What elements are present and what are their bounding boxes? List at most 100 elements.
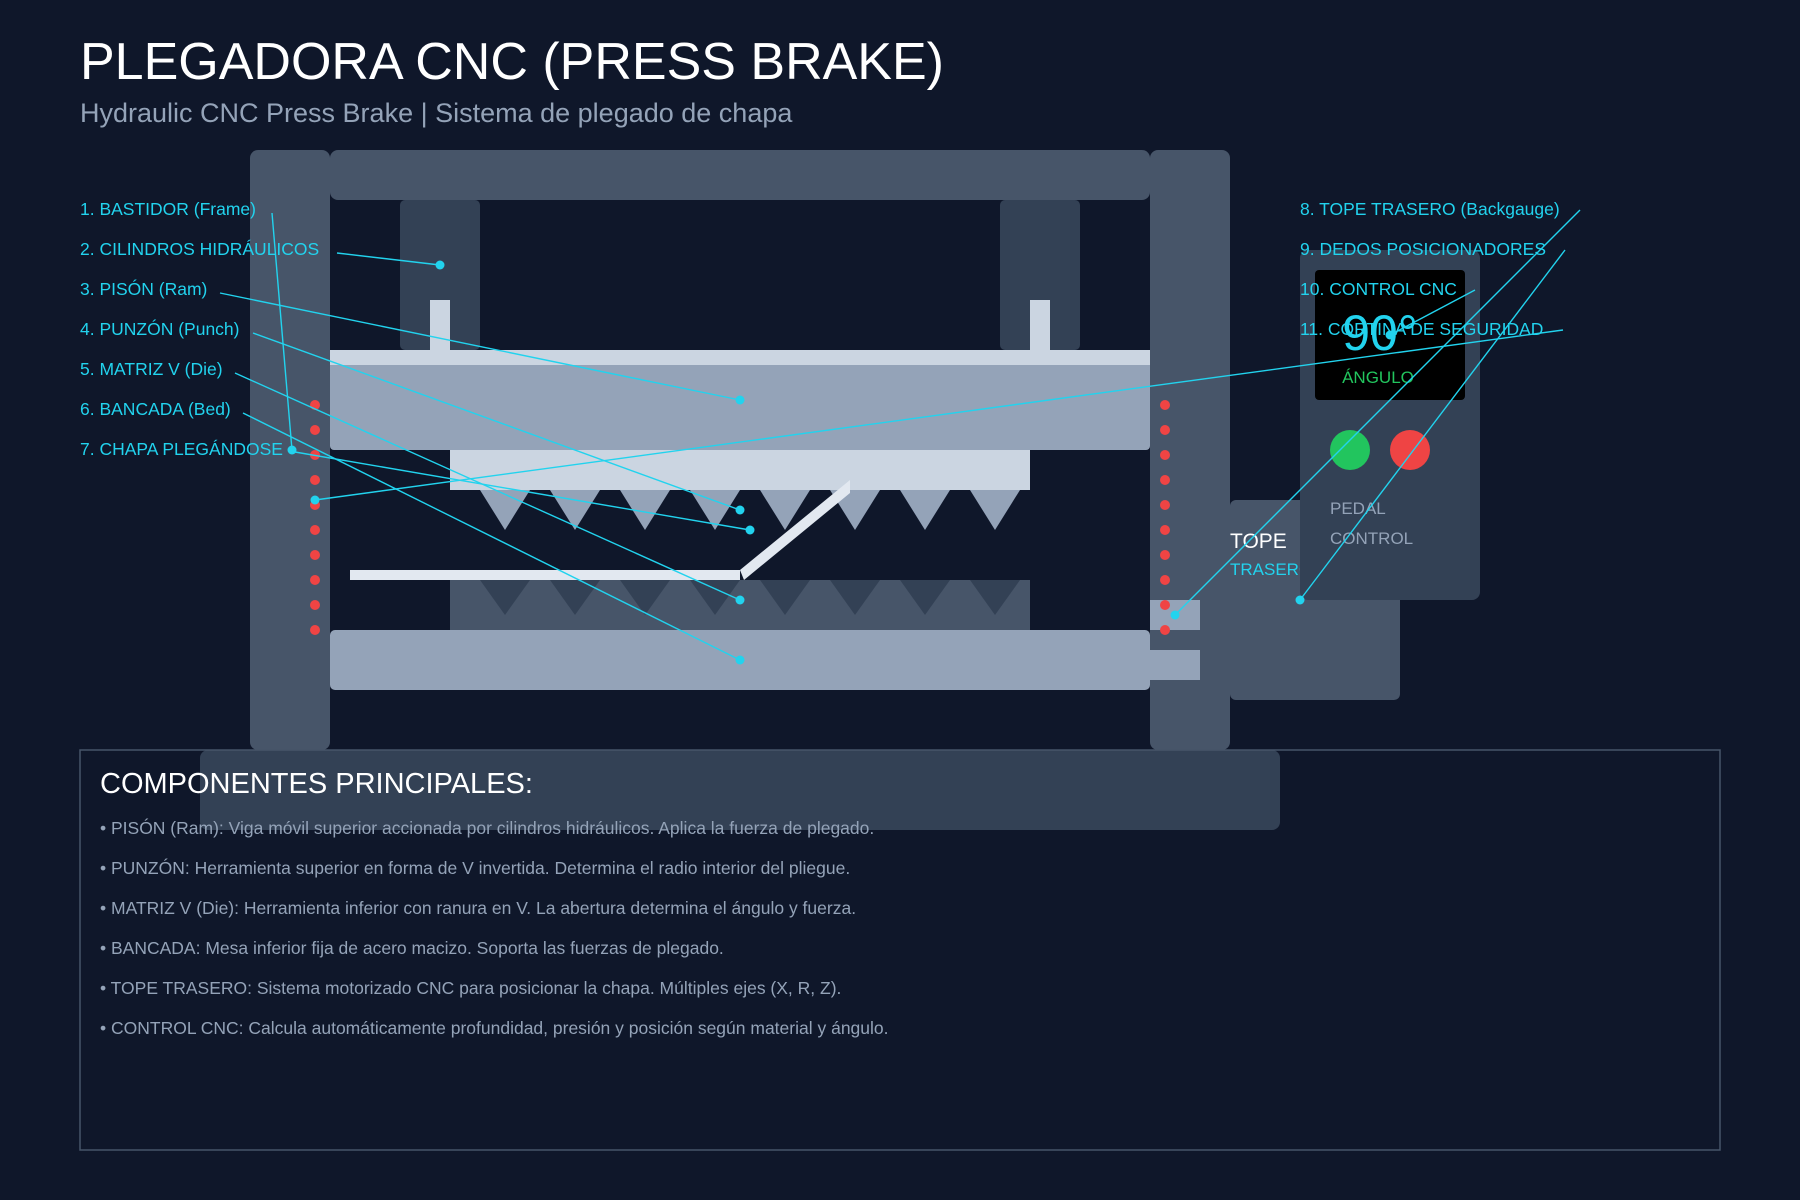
component-item: • CONTROL CNC: Calcula automáticamente p… (100, 1018, 889, 1038)
piston-rod-right (1030, 300, 1050, 355)
bending-sheet (350, 480, 850, 580)
leader-bed (242, 412, 741, 661)
light-curtain-emitter (310, 550, 320, 560)
die-v-groove (900, 580, 950, 615)
components-panel-title: COMPONENTES PRINCIPALES: (100, 768, 533, 800)
die-v-groove (690, 580, 740, 615)
callout-punch: 4. PUNZÓN (Punch) (80, 318, 239, 339)
light-curtain-emitter (310, 575, 320, 585)
punch-tooth (480, 490, 530, 530)
light-curtain-receiver (1160, 500, 1170, 510)
punch-holder (450, 450, 1030, 490)
callouts-right: 8. TOPE TRASERO (Backgauge) 9. DEDOS POS… (1300, 199, 1560, 339)
components-panel: COMPONENTES PRINCIPALES: • PISÓN (Ram): … (79, 749, 1721, 1151)
light-curtain-emitter (310, 425, 320, 435)
hydraulic-cylinder-left (400, 200, 480, 350)
light-curtain-receiver (1160, 525, 1170, 535)
component-item: • MATRIZ V (Die): Herramienta inferior c… (100, 898, 856, 918)
punch-tooth (550, 490, 600, 530)
pedal-label-line1: PEDAL (1330, 499, 1386, 518)
component-item: • PISÓN (Ram): Viga móvil superior accio… (100, 817, 874, 838)
callout-hydraulic-cylinders: 2. CILINDROS HIDRÁULICOS (80, 239, 319, 259)
die-v-groove (760, 580, 810, 615)
anchor-die (735, 595, 745, 605)
anchor-frame (287, 445, 297, 455)
anchor-backgauge (1170, 610, 1180, 620)
stop-button[interactable] (1390, 430, 1430, 470)
anchor-gauge-fingers (1295, 595, 1305, 605)
callout-cnc-control: 10. CONTROL CNC (1300, 279, 1457, 299)
anchor-ram (735, 395, 745, 405)
callout-gauge-fingers: 9. DEDOS POSICIONADORES (1300, 239, 1546, 259)
light-curtain-receiver (1160, 600, 1170, 610)
light-curtain-emitter (310, 525, 320, 535)
hydraulic-cylinder-right (1000, 200, 1080, 350)
callout-light-curtain: 11. CORTINA DE SEGURIDAD (1300, 319, 1543, 339)
light-curtain-receiver (1160, 450, 1170, 460)
page-subtitle: Hydraulic CNC Press Brake | Sistema de p… (80, 98, 793, 128)
light-curtain-receiver (1160, 425, 1170, 435)
cnc-control-pendant: 90° ÁNGULO PEDAL CONTROL (1300, 250, 1480, 600)
component-item: • TOPE TRASERO: Sistema motorizado CNC p… (100, 978, 841, 998)
backgauge-label-line2: TRASERO (1230, 560, 1312, 579)
light-curtain-receiver (1160, 400, 1170, 410)
callouts-left: 1. BASTIDOR (Frame) 2. CILINDROS HIDRÁUL… (80, 199, 319, 459)
punch-tooth (830, 490, 880, 530)
component-item: • PUNZÓN: Herramienta superior en forma … (100, 857, 850, 878)
backgauge-finger-lower (1150, 650, 1200, 680)
light-curtain-receiver (1160, 575, 1170, 585)
callout-bed: 6. BANCADA (Bed) (80, 399, 231, 419)
machine-base (200, 750, 1280, 830)
light-curtain-receiver (1160, 550, 1170, 560)
components-panel-border (79, 749, 1721, 1151)
component-item: • BANCADA: Mesa inferior fija de acero m… (100, 938, 724, 958)
anchor-sheet (745, 525, 755, 535)
punch-tooling (450, 450, 1030, 530)
hydraulic-cylinders (400, 200, 1080, 355)
callout-frame: 1. BASTIDOR (Frame) (80, 199, 256, 219)
leader-ram (219, 292, 741, 401)
light-curtain-receiver (1160, 625, 1170, 635)
leader-lines (219, 209, 1581, 665)
leader-cnc-control (1389, 289, 1476, 336)
sheet-flat (350, 570, 740, 580)
page-title: PLEGADORA CNC (PRESS BRAKE) (80, 33, 944, 91)
leader-light-curtain (314, 329, 1564, 501)
callout-sheet: 7. CHAPA PLEGÁNDOSE (80, 439, 283, 459)
light-curtain-emitter (310, 600, 320, 610)
die-v-groove (620, 580, 670, 615)
backgauge-label-line1: TOPE (1230, 530, 1287, 553)
die-v-groove (970, 580, 1020, 615)
die-tooling (450, 580, 1030, 630)
light-curtain-emitter (310, 625, 320, 635)
anchor-cnc-control (1385, 330, 1395, 340)
safety-light-curtain (310, 400, 1170, 635)
leader-die (234, 372, 741, 601)
callout-die: 5. MATRIZ V (Die) (80, 359, 223, 379)
top-crossbeam (330, 150, 1150, 200)
anchor-hydraulic-cylinders (435, 260, 445, 270)
anchor-light-curtain (310, 495, 320, 505)
punch-tooth (970, 490, 1020, 530)
leader-gauge-fingers (1299, 249, 1566, 601)
pedal-label-line2: CONTROL (1330, 529, 1413, 548)
start-button[interactable] (1330, 430, 1370, 470)
die-v-groove (830, 580, 880, 615)
light-curtain-receiver (1160, 475, 1170, 485)
leader-punch (252, 332, 741, 511)
callout-ram: 3. PISÓN (Ram) (80, 278, 207, 299)
ram-top-edge (330, 350, 1150, 365)
die-v-groove (550, 580, 600, 615)
punch-tooth (900, 490, 950, 530)
punch-tooth (760, 490, 810, 530)
leader-sheet (294, 451, 751, 531)
punch-tooth (690, 490, 740, 530)
callout-backgauge: 8. TOPE TRASERO (Backgauge) (1300, 199, 1560, 219)
leader-backgauge (1174, 209, 1581, 616)
anchor-punch (735, 505, 745, 515)
die-v-groove (480, 580, 530, 615)
sheet-bent-flange (740, 480, 850, 580)
leader-frame (271, 212, 293, 451)
anchor-bed (735, 655, 745, 665)
